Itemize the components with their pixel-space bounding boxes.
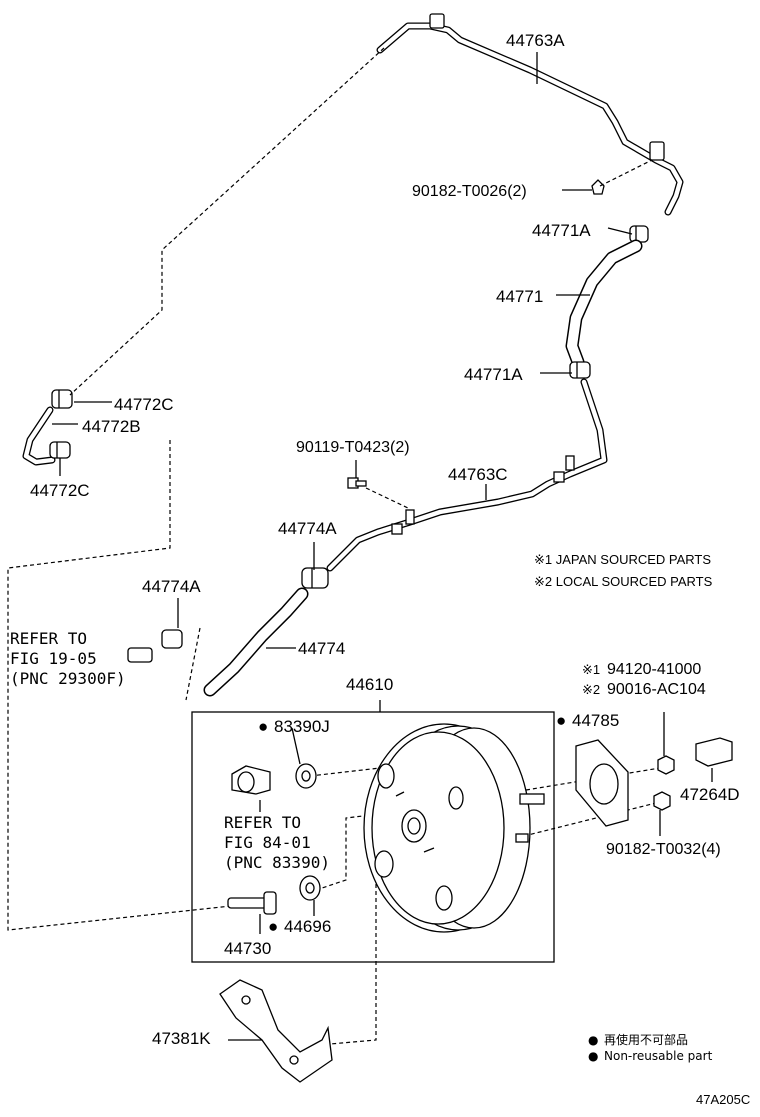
legend-jp: 再使用不可部品 <box>604 1032 688 1047</box>
label-47264D[interactable]: 47264D <box>680 785 740 804</box>
bracket-47381K[interactable] <box>219 979 333 1083</box>
label-44772C-bottom[interactable]: 44772C <box>30 481 90 500</box>
leader-lines <box>52 52 713 1041</box>
refer-fig-19-05[interactable]: REFER TO FIG 19-05 (PNC 29300F) <box>10 629 126 688</box>
brake-booster[interactable] <box>363 723 545 933</box>
legend-bullet-en: ● <box>588 1049 598 1063</box>
gasket-44785[interactable] <box>575 739 629 827</box>
legend-bullet-jp: ● <box>588 1033 598 1047</box>
label-44771A-mid[interactable]: 44771A <box>464 365 523 384</box>
svg-text:(PNC 29300F): (PNC 29300F) <box>10 669 126 688</box>
label-90016-AC104[interactable]: 90016-AC104 <box>607 681 706 698</box>
label-90182-T0026[interactable]: 90182-T0026(2) <box>412 183 527 200</box>
clamp-44772C-bottom[interactable] <box>49 441 71 459</box>
label-44730[interactable]: 44730 <box>224 939 271 958</box>
clamp-44771A-top[interactable] <box>629 225 649 243</box>
clamp-44774A-left[interactable] <box>127 629 183 663</box>
label-44774[interactable]: 44774 <box>298 639 345 658</box>
clamp-44774A-right[interactable] <box>301 567 329 589</box>
clamp-44771A-mid[interactable] <box>569 361 591 379</box>
diagram-code: 47A205C <box>696 1092 750 1107</box>
vacuum-tube-44763C[interactable] <box>326 378 608 572</box>
label-44774A-left[interactable]: 44774A <box>142 577 201 596</box>
vacuum-tube-44763A[interactable] <box>376 13 684 216</box>
label-44785[interactable]: 44785 <box>572 711 619 730</box>
union-44730[interactable] <box>227 891 277 915</box>
svg-text:FIG 19-05: FIG 19-05 <box>10 649 97 668</box>
hose-44771[interactable] <box>565 239 643 369</box>
refer-fig-84-01[interactable]: REFER TO FIG 84-01 (PNC 83390) <box>224 813 330 872</box>
bullet-44696: ● <box>268 917 278 936</box>
check-valve[interactable] <box>231 765 271 795</box>
svg-text:REFER TO: REFER TO <box>10 629 87 648</box>
label-44771[interactable]: 44771 <box>496 287 543 306</box>
label-44771A-top[interactable]: 44771A <box>532 221 591 240</box>
grommet-44696[interactable] <box>299 875 321 901</box>
label-44610[interactable]: 44610 <box>346 675 393 694</box>
bullet-44785: ● <box>556 711 566 730</box>
nut-90182-T0032[interactable] <box>653 791 671 811</box>
label-47381K[interactable]: 47381K <box>152 1029 211 1048</box>
label-44772B[interactable]: 44772B <box>82 417 141 436</box>
clamp-44772C-top[interactable] <box>51 389 73 409</box>
bullet-83390J: ● <box>258 717 268 736</box>
mark-1: ※1 <box>582 662 600 677</box>
label-44772C-top[interactable]: 44772C <box>114 395 174 414</box>
label-90182-T0032[interactable]: 90182-T0032(4) <box>606 841 721 858</box>
brake-booster-assy-box <box>191 700 555 963</box>
note-japan-sourced: ※1 JAPAN SOURCED PARTS <box>534 552 711 567</box>
hose-44772B[interactable] <box>22 406 56 466</box>
label-44774A-right[interactable]: 44774A <box>278 519 337 538</box>
bracket-47264D[interactable] <box>695 737 733 767</box>
svg-text:(PNC 83390): (PNC 83390) <box>224 853 330 872</box>
label-44763A[interactable]: 44763A <box>506 31 565 50</box>
legend-en: Non-reusable part <box>604 1049 713 1063</box>
grommet-83390J[interactable] <box>295 763 317 789</box>
label-44763C[interactable]: 44763C <box>448 465 508 484</box>
clip-90182-T0026[interactable] <box>591 179 605 195</box>
svg-text:FIG 84-01: FIG 84-01 <box>224 833 311 852</box>
label-94120-41000[interactable]: 94120-41000 <box>607 661 701 678</box>
dashed-reference-lines <box>7 47 661 1045</box>
hose-44774[interactable] <box>203 587 309 697</box>
nut-94120-90016[interactable] <box>657 755 675 775</box>
note-local-sourced: ※2 LOCAL SOURCED PARTS <box>534 574 713 589</box>
svg-text:REFER TO: REFER TO <box>224 813 301 832</box>
label-83390J[interactable]: 83390J <box>274 717 330 736</box>
bolt-90119-T0423[interactable] <box>347 477 367 489</box>
mark-2: ※2 <box>582 682 600 697</box>
label-44696[interactable]: 44696 <box>284 917 331 936</box>
label-90119-T0423[interactable]: 90119-T0423(2) <box>296 439 410 456</box>
